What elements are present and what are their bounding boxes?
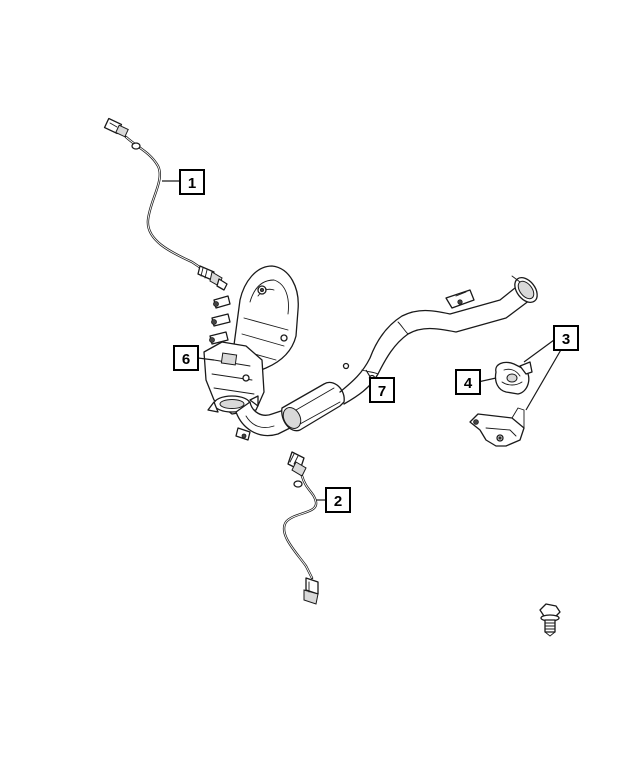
sensor-body-downstream — [287, 451, 307, 477]
callout-4[interactable]: 4 — [455, 369, 481, 395]
exhaust-pipe-assembly[interactable] — [280, 273, 542, 432]
callout-1[interactable]: 1 — [179, 169, 205, 195]
manifold-clamp — [207, 395, 259, 413]
catalytic-converter — [281, 381, 345, 432]
callout-3[interactable]: 3 — [553, 325, 579, 351]
sensor-connector-downstream — [303, 577, 319, 605]
oxygen-sensor-upstream[interactable] — [103, 117, 228, 291]
sensor-body-upstream — [197, 265, 228, 291]
exhaust-isolator[interactable] — [494, 361, 533, 395]
callout-label-2: 2 — [334, 493, 342, 510]
callout-6[interactable]: 6 — [173, 345, 199, 371]
exhaust-bracket[interactable] — [469, 407, 525, 447]
callout-label-1: 1 — [188, 175, 196, 192]
callout-label-6: 6 — [182, 351, 190, 368]
sensor-connector-upstream — [103, 117, 129, 138]
manifold-studs — [209, 295, 231, 345]
callout-label-4: 4 — [464, 375, 473, 392]
callout-label-7: 7 — [378, 383, 386, 400]
callout-2[interactable]: 2 — [325, 487, 351, 513]
oxygen-sensor-downstream[interactable] — [282, 451, 319, 605]
callout-label-3: 3 — [562, 331, 570, 348]
exhaust-manifold-converter[interactable] — [203, 265, 299, 441]
bolt[interactable] — [539, 603, 561, 637]
callout-7[interactable]: 7 — [369, 377, 395, 403]
